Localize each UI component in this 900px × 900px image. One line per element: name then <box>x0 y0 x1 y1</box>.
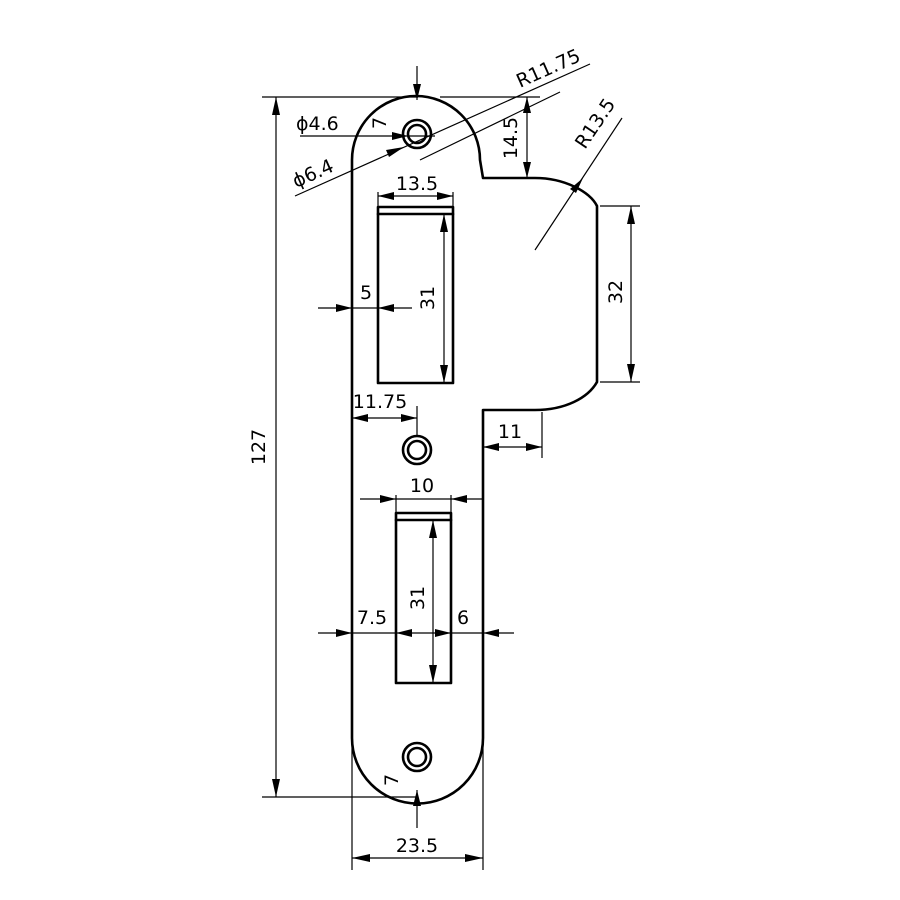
bottom-bolt-slot <box>394 511 453 685</box>
dim-top-slot-height: 31 <box>417 214 448 383</box>
dim-bottom-slot-margins: 7.5 6 <box>318 607 514 637</box>
top-slot-margin-label: 5 <box>360 282 372 304</box>
bottom-slot-right-margin-label: 6 <box>457 607 469 629</box>
tongue-offset-label: 14.5 <box>500 117 522 159</box>
strike-plate-outline <box>350 94 599 805</box>
hole-small-dia-label: ϕ4.6 <box>296 113 339 135</box>
dim-tongue-height: 32 <box>600 205 640 383</box>
bottom-screw-hole <box>401 741 433 773</box>
top-slot-height-label: 31 <box>417 286 439 310</box>
tongue-depth-label: 11 <box>498 421 522 443</box>
dim-bottom-slot-height: 31 <box>407 520 437 683</box>
overall-height-label: 127 <box>248 429 270 465</box>
countersink-top-label: 7 <box>369 117 391 129</box>
countersink-bottom-label: 7 <box>381 774 403 786</box>
radius-small-label: R11.75 <box>513 45 584 93</box>
dim-center-hole-offset: 11.75 <box>352 391 418 436</box>
bottom-center-mark <box>413 790 421 828</box>
bottom-slot-height-label: 31 <box>407 586 429 610</box>
top-center-mark <box>413 66 421 100</box>
top-latch-slot <box>376 205 455 385</box>
dim-tongue-offset: 14.5 <box>440 96 540 179</box>
dim-overall-width: 23.5 <box>351 740 484 870</box>
dim-overall-height: 127 <box>248 96 418 798</box>
overall-width-label: 23.5 <box>396 835 438 857</box>
top-screw-hole <box>401 118 433 150</box>
radius-large-label: R13.5 <box>571 94 620 152</box>
hole-large-dia-label: ϕ6.4 <box>289 155 337 192</box>
center-hole-offset-label: 11.75 <box>353 391 407 413</box>
bottom-slot-left-margin-label: 7.5 <box>357 607 387 629</box>
dim-tongue-depth: 11 <box>482 412 543 458</box>
bottom-slot-width-label: 10 <box>410 475 434 497</box>
dim-top-slot-margin: 5 <box>318 282 412 312</box>
top-slot-width-label: 13.5 <box>396 173 438 195</box>
dim-top-slot-width: 13.5 <box>377 173 454 207</box>
dim-hole-small-dia: ϕ4.6 <box>296 113 435 140</box>
middle-screw-hole <box>401 434 433 466</box>
tongue-height-label: 32 <box>605 280 627 304</box>
dim-radius-large: R13.5 <box>534 94 623 251</box>
dim-bottom-slot-width: 10 <box>360 475 483 513</box>
